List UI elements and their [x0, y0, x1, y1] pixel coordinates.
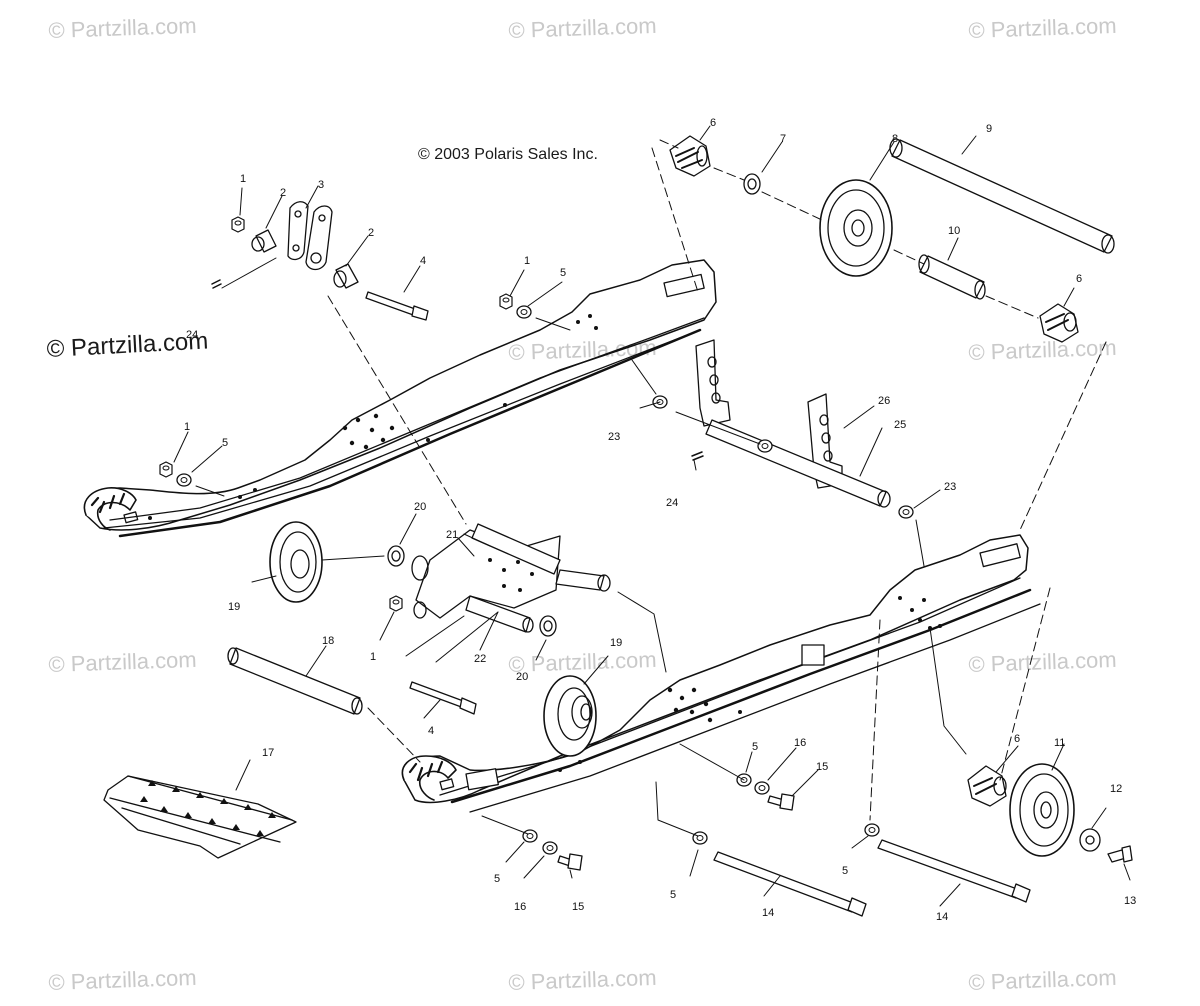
idler-wheel-bottom — [967, 763, 1133, 863]
leader-lines — [173, 125, 1131, 907]
link-arms — [251, 201, 429, 321]
callout: 5 — [560, 267, 566, 279]
callout: 14 — [936, 911, 948, 923]
right-rail — [401, 534, 1041, 813]
callout: 15 — [816, 761, 828, 773]
callout: 9 — [986, 123, 992, 135]
callout: 6 — [1014, 733, 1020, 745]
callout: 1 — [370, 651, 376, 663]
callout: 6 — [1076, 273, 1082, 285]
callout: 4 — [428, 725, 434, 737]
callout: 10 — [948, 225, 960, 237]
left-rail — [83, 259, 717, 538]
callout: 5 — [752, 741, 758, 753]
callout: 19 — [228, 601, 240, 613]
callout: 17 — [262, 747, 274, 759]
callout: 11 — [1054, 737, 1065, 749]
callout: 6 — [710, 117, 716, 129]
callout: 15 — [572, 901, 584, 913]
front-arm-assembly — [269, 521, 611, 757]
callout-labels: 1 2 3 2 4 24 1 5 6 7 8 9 10 6 1 5 23 26 … — [184, 117, 1136, 923]
callout: 18 — [322, 635, 334, 647]
callout: 5 — [842, 865, 848, 877]
callout: 16 — [514, 901, 526, 913]
callout: 22 — [474, 653, 486, 665]
callout: 14 — [762, 907, 774, 919]
callout: 5 — [494, 873, 500, 885]
callout: 2 — [280, 187, 286, 199]
callout: 1 — [240, 173, 246, 185]
callout: 7 — [780, 133, 786, 145]
callout: 20 — [414, 501, 426, 513]
callout: 5 — [670, 889, 676, 901]
callout: 5 — [222, 437, 228, 449]
callout: 19 — [610, 637, 622, 649]
callout: 3 — [318, 179, 324, 191]
callout: 21 — [446, 529, 458, 541]
cross-shaft-assembly — [691, 339, 891, 508]
callout: 23 — [608, 431, 620, 443]
callout: 24 — [666, 497, 678, 509]
idler-wheel-top — [669, 135, 1115, 343]
callout: 12 — [1110, 783, 1122, 795]
copyright-notice: © 2003 Polaris Sales Inc. — [418, 146, 598, 163]
callout: 1 — [524, 255, 530, 267]
callout: 16 — [794, 737, 806, 749]
callout: 24 — [186, 329, 198, 341]
callout: 1 — [184, 421, 190, 433]
wear-strip — [103, 775, 297, 859]
callout: 20 — [516, 671, 528, 683]
callout: 8 — [892, 133, 898, 145]
callout: 23 — [944, 481, 956, 493]
callout: 25 — [894, 419, 906, 431]
callout: 26 — [878, 395, 890, 407]
callout: 2 — [368, 227, 374, 239]
callout: 13 — [1124, 895, 1136, 907]
callout: 4 — [420, 255, 426, 267]
